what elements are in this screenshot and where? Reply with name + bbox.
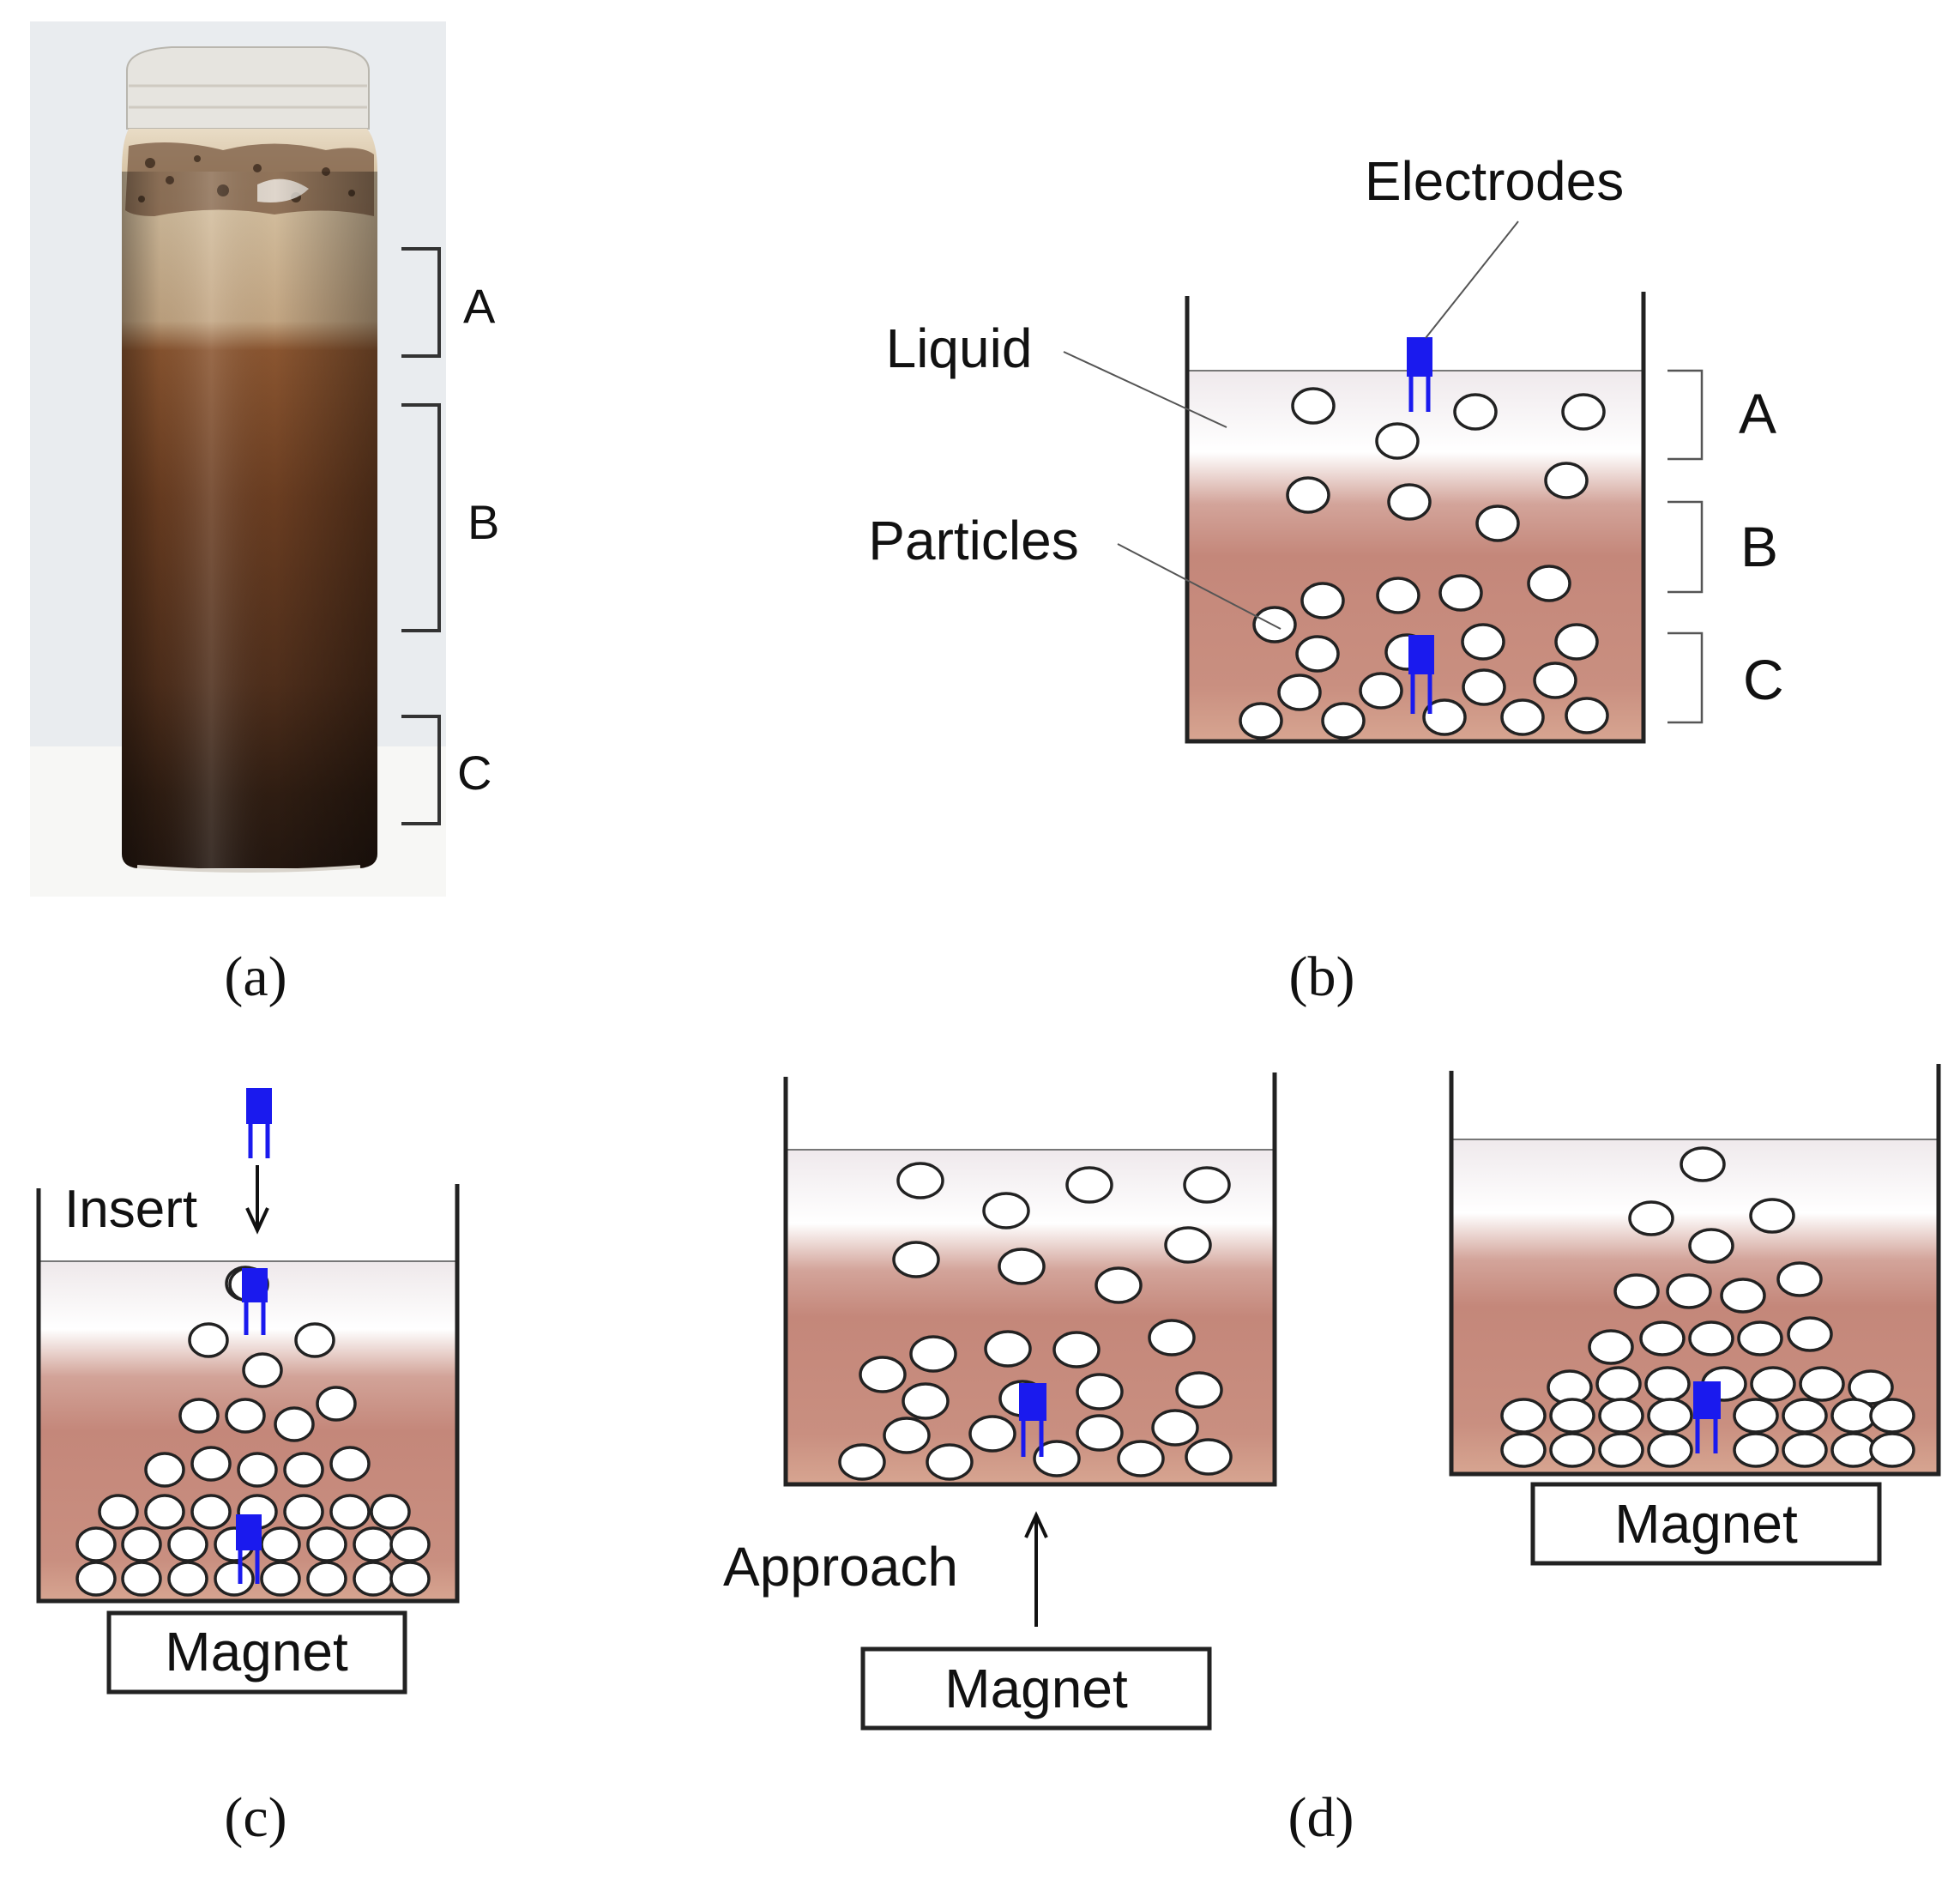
electrode-outside-c xyxy=(246,1088,272,1158)
bracket-c xyxy=(401,715,441,825)
container-b xyxy=(1185,292,1646,744)
electrode-top-c xyxy=(242,1268,268,1335)
zone-label-c: C xyxy=(457,746,492,800)
bracket-b xyxy=(401,403,441,632)
particles-d-left xyxy=(838,1162,1233,1481)
magnet-c-label: Magnet xyxy=(165,1621,348,1683)
zone-label-b-b: B xyxy=(1740,515,1778,578)
electrode-bottom-c xyxy=(236,1514,262,1584)
caption-a: (a) xyxy=(224,946,286,1008)
electrode-d-right xyxy=(1693,1381,1721,1453)
bottle xyxy=(122,46,377,873)
particles-d-right xyxy=(1500,1146,1915,1468)
insert-arrow xyxy=(245,1165,269,1235)
label-insert: Insert xyxy=(64,1180,197,1239)
magnet-d-right-label: Magnet xyxy=(1614,1493,1798,1555)
caption-b: (b) xyxy=(1289,946,1355,1008)
bracket-b-b xyxy=(1668,500,1704,594)
zone-label-b-c: C xyxy=(1743,648,1784,711)
caption-d: (d) xyxy=(1288,1786,1354,1849)
label-approach: Approach xyxy=(723,1536,958,1598)
caption-c: (c) xyxy=(224,1786,286,1849)
zone-label-b: B xyxy=(467,495,499,549)
magnet-c xyxy=(106,1610,407,1695)
zone-label-b-a: A xyxy=(1739,382,1776,445)
label-particles: Particles xyxy=(868,510,1078,571)
panel-d-right: Magnet xyxy=(1449,1064,1941,1566)
bottle-cap xyxy=(126,46,370,130)
container-d-left xyxy=(783,1072,1277,1487)
approach-arrow xyxy=(1024,1511,1048,1627)
label-electrodes: Electrodes xyxy=(1365,150,1624,212)
magnet-d-right xyxy=(1530,1482,1882,1566)
zone-label-a: A xyxy=(463,279,496,333)
container-c xyxy=(36,1184,460,1604)
leader-liquid xyxy=(1063,351,1227,428)
electrode-bottom-b xyxy=(1408,635,1434,714)
panel-a-photo: A B C xyxy=(30,21,499,897)
magnet-d-left xyxy=(860,1646,1212,1731)
container-d-right xyxy=(1449,1064,1941,1477)
label-liquid: Liquid xyxy=(886,317,1033,379)
electrode-top-b xyxy=(1407,337,1432,412)
leader-particles xyxy=(1117,543,1282,630)
electrode-d-left xyxy=(1019,1383,1046,1457)
bracket-a xyxy=(401,247,441,358)
bracket-b-c xyxy=(1668,631,1704,724)
leader-electrodes xyxy=(1425,221,1519,339)
bracket-b-a xyxy=(1668,369,1704,461)
magnet-d-left-label: Magnet xyxy=(944,1658,1128,1719)
panel-d-left: Approach Magnet xyxy=(723,1072,1277,1731)
panel-b: Electrodes Liquid Particles A B C xyxy=(868,150,1784,744)
panel-c: Insert Magnet xyxy=(36,1088,460,1695)
